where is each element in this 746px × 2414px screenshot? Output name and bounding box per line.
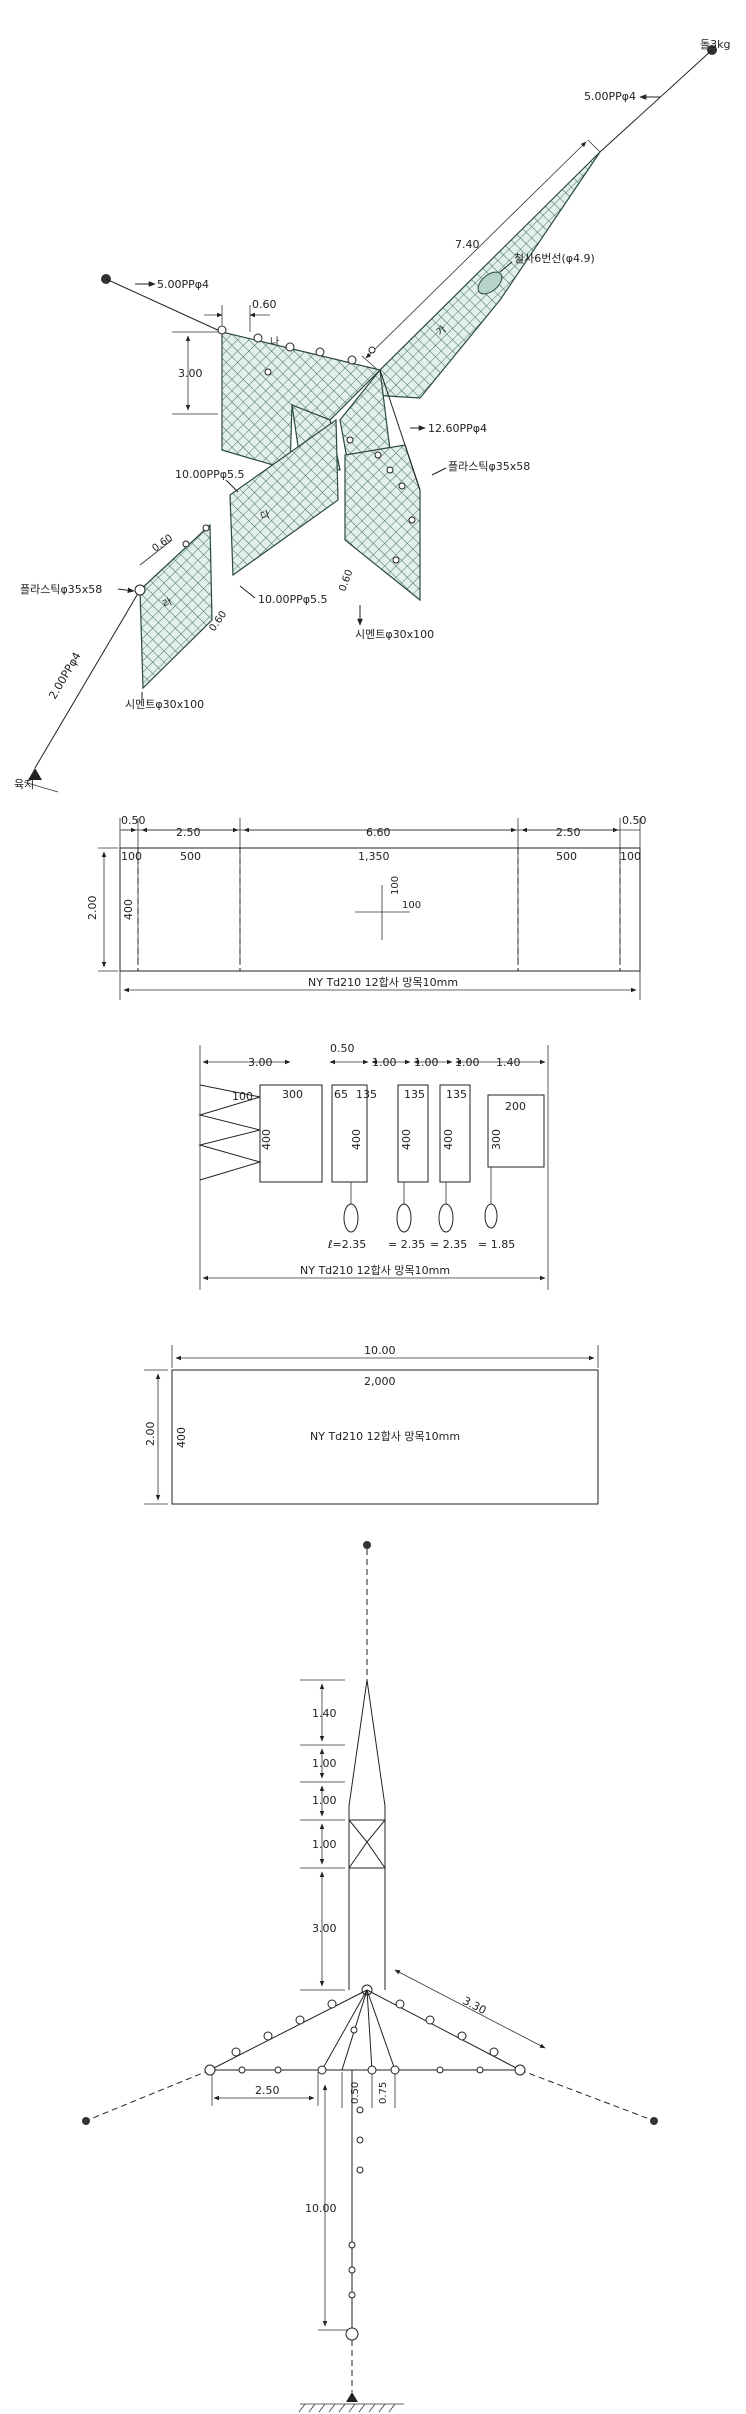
d2-mesh-4: 135 (404, 1088, 425, 1101)
net-panel-2: 3.00 0.50 1.00 1.00 1.00 1.40 100 300 65… (198, 1042, 549, 1290)
d1-mesh-2: 1,350 (358, 850, 390, 863)
plan-view: 1.40 1.00 1.00 1.00 3.00 3.30 2.50 0.50 … (82, 1541, 658, 2413)
plan-dim-v-1: 1.00 (312, 1757, 337, 1770)
plan-dim-v-4: 3.00 (312, 1922, 337, 1935)
rope-10-lower: 10.00PPφ5.5 (258, 593, 328, 606)
d2-side-3: 400 (442, 1129, 455, 1150)
d1-cross-v: 100 (390, 876, 401, 895)
rope-left-label: 5.00PPφ4 (157, 278, 209, 291)
d2-dim-4: 1.00 (455, 1056, 480, 1069)
d2-mesh-1: 300 (282, 1088, 303, 1101)
net-right (344, 444, 421, 602)
net-panel-3: 10.00 2,000 2.00 400 NY Td210 12합사 망목10m… (144, 1344, 599, 1505)
d2-dim-2: 1.00 (372, 1056, 397, 1069)
isometric-view: 돌3kg 5.00PPφ4 5.00PPφ4 가 철사6번선(φ4.9) 7.4… (14, 38, 730, 793)
plan-dim-small-b: 0.75 (378, 2082, 389, 2104)
weight-label: 돌3kg (700, 38, 730, 51)
d1-height-mesh: 400 (122, 899, 135, 920)
plan-dim-wing: 2.50 (255, 2084, 280, 2097)
plan-weight-left (82, 2117, 90, 2125)
d1-dim-4: 0.50 (622, 814, 647, 827)
d1-cross-h: 100 (402, 900, 421, 911)
d2-side-0: 400 (260, 1129, 273, 1150)
d2-len-2: = 2.35 (430, 1238, 467, 1251)
cement-left-label: 시멘트φ30x100 (125, 698, 204, 711)
plan-anchor (346, 2392, 358, 2402)
d1-dim-1: 2.50 (176, 826, 201, 839)
anchor-label: 육지 (14, 778, 34, 791)
d3-height: 2.00 (144, 1422, 157, 1447)
plan-dim-small-a: 0.50 (350, 2082, 361, 2104)
d1-mesh-1: 500 (180, 850, 201, 863)
d2-mesh-6: 200 (505, 1100, 526, 1113)
d1-caption: NY Td210 12합사 망목10mm (308, 976, 458, 989)
d2-side-4: 300 (490, 1129, 503, 1150)
rope-anchor (34, 589, 141, 769)
dim-long-label: 7.40 (455, 238, 480, 251)
rope-anchor-label: 2.00PPφ4 (46, 650, 83, 702)
net-part-c (229, 418, 339, 577)
plan-weight-top (363, 1541, 371, 1549)
d2-side-2: 400 (400, 1129, 413, 1150)
d1-dim-0: 0.50 (121, 814, 146, 827)
rope-top (599, 49, 713, 153)
d2-dim-5: 1.40 (496, 1056, 521, 1069)
plastic-right-label: 플라스틱φ35x58 (448, 460, 530, 473)
net-part-d (139, 523, 213, 690)
d3-width: 10.00 (364, 1344, 396, 1357)
plan-dim-v-3: 1.00 (312, 1838, 337, 1851)
d2-len-0: ℓ=2.35 (327, 1238, 366, 1251)
d1-mesh-0: 100 (121, 850, 142, 863)
anchor-symbol (28, 768, 42, 780)
cement-right-label: 시멘트φ30x100 (355, 628, 434, 641)
d2-caption: NY Td210 12합사 망목10mm (300, 1264, 450, 1277)
d2-len-1: = 2.35 (388, 1238, 425, 1251)
d2-len-3: = 1.85 (478, 1238, 515, 1251)
part-c-label: 다 (259, 508, 272, 522)
d1-dim-2: 6.60 (366, 826, 391, 839)
wire-label: 철사6번선(φ4.9) (514, 252, 595, 265)
d2-side-1: 400 (350, 1129, 363, 1150)
plan-dim-diag: 3.30 (461, 1994, 489, 2017)
d1-height: 2.00 (86, 896, 99, 921)
d1-dim-3: 2.50 (556, 826, 581, 839)
d3-mesh-h: 400 (175, 1427, 188, 1448)
d2-mesh-3: 135 (356, 1088, 377, 1101)
net-panel-1: 0.50 2.50 6.60 2.50 0.50 100 500 1,350 5… (86, 814, 647, 1000)
floats-plan (204, 1999, 526, 2299)
plan-dim-leader: 10.00 (305, 2202, 337, 2215)
dim-left-width: 0.60 (252, 298, 277, 311)
rope-left (105, 278, 223, 333)
plastic-left-label: 플라스틱φ35x58 (20, 583, 102, 596)
rope-mid-label: 12.60PPφ4 (428, 422, 487, 435)
d1-mesh-4: 100 (620, 850, 641, 863)
d2-mesh-0: 100 (232, 1090, 253, 1103)
d3-caption: NY Td210 12합사 망목10mm (310, 1430, 460, 1443)
rope-10-upper: 10.00PPφ5.5 (175, 468, 245, 481)
d2-mesh-5: 135 (446, 1088, 467, 1101)
d2-dim-0: 3.00 (248, 1056, 273, 1069)
dim-long-line (365, 141, 587, 359)
net-part-a (369, 151, 601, 399)
d2-dim-1: 0.50 (330, 1042, 355, 1055)
dim-left-height: 3.00 (178, 367, 203, 380)
d3-mesh-w: 2,000 (364, 1375, 396, 1388)
plan-dim-v-0: 1.40 (312, 1707, 337, 1720)
dim-side-a: 0.60 (150, 533, 175, 555)
plan-weight-right (650, 2117, 658, 2125)
d2-dim-3: 1.00 (414, 1056, 439, 1069)
plan-dim-v-2: 1.00 (312, 1794, 337, 1807)
dim-side-c: 0.60 (337, 568, 355, 593)
part-b-label: 나 (270, 336, 279, 348)
d1-mesh-3: 500 (556, 850, 577, 863)
rope-top-label: 5.00PPφ4 (584, 90, 636, 103)
floats-iso (134, 325, 416, 596)
d2-mesh-2: 65 (334, 1088, 348, 1101)
